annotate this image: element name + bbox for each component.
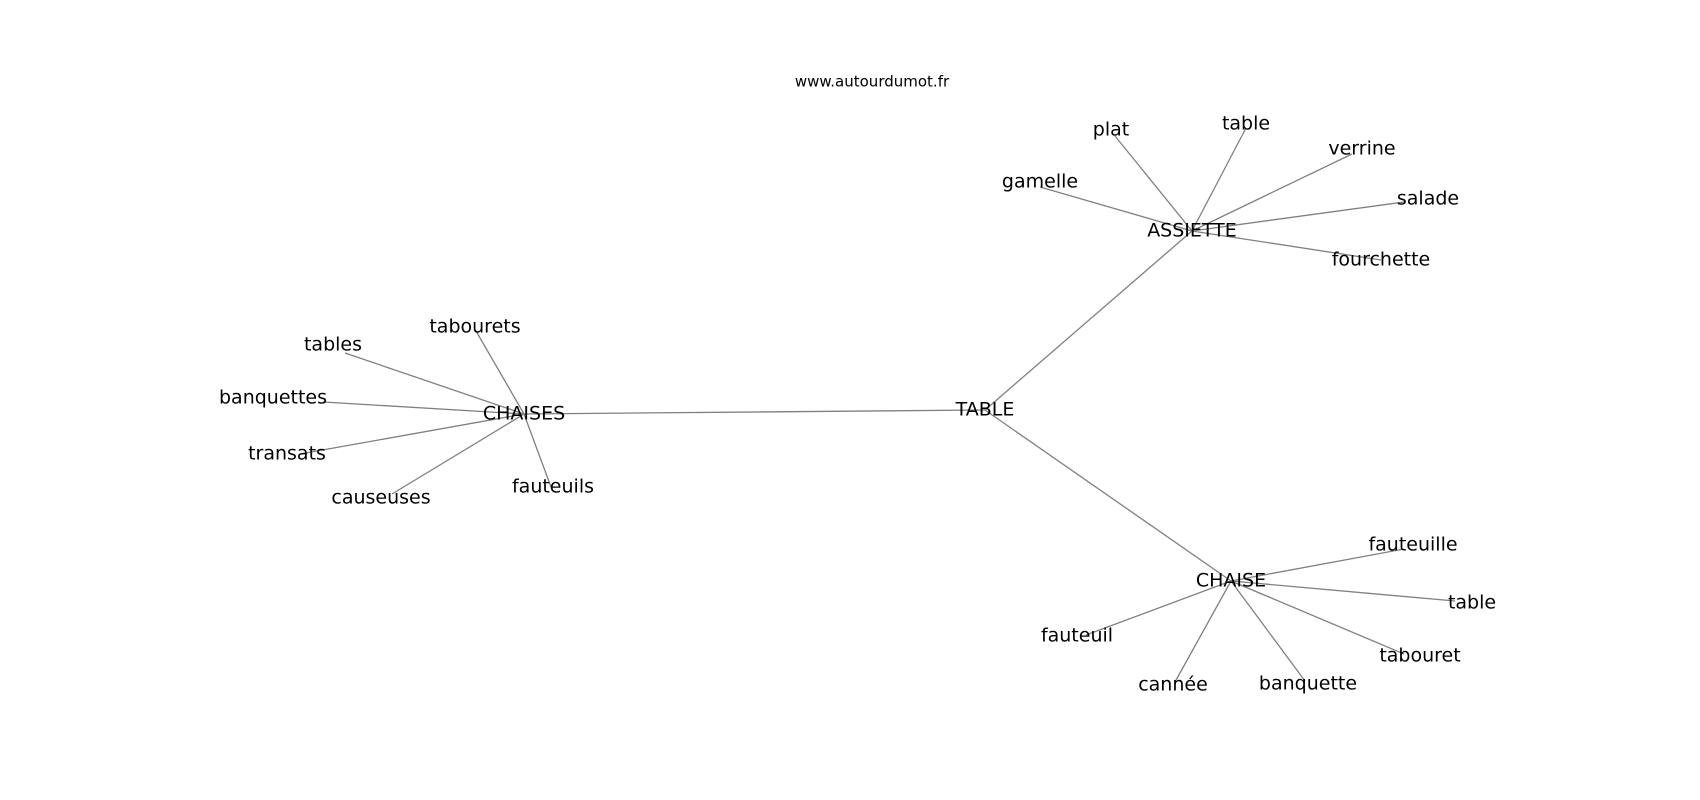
edge-assiette-to-leaf	[1191, 201, 1405, 232]
leaf-node[interactable]: transats	[248, 443, 326, 465]
edge-assiette-to-leaf	[1191, 230, 1382, 261]
edge-chaise-to-leaf	[1230, 580, 1456, 602]
leaf-node[interactable]: fauteuille	[1368, 534, 1457, 556]
edge-center-to-chaises	[523, 409, 986, 415]
leaf-node[interactable]: fourchette	[1332, 249, 1431, 271]
edge-chaise-to-leaf	[1230, 548, 1405, 582]
leaf-node[interactable]: table	[1222, 113, 1270, 135]
leaf-node[interactable]: salade	[1397, 188, 1459, 210]
hub-node-chaises[interactable]: CHAISES	[483, 403, 565, 425]
edge-center-to-assiette	[984, 230, 1193, 411]
leaf-node[interactable]: plat	[1093, 119, 1129, 141]
leaf-node[interactable]: tabouret	[1379, 645, 1460, 667]
center-node[interactable]: TABLE	[955, 399, 1015, 421]
leaf-node[interactable]: tabourets	[429, 316, 520, 338]
graph-nodes: TABLE CHAISES tabourets tables banquettes tra…	[219, 113, 1496, 696]
leaf-node[interactable]: cannée	[1138, 674, 1208, 696]
edge-chaises-to-leaf	[322, 401, 525, 415]
edge-center-to-chaise	[984, 409, 1232, 582]
leaf-node[interactable]: verrine	[1328, 138, 1395, 160]
leaf-node[interactable]: banquettes	[219, 387, 327, 409]
hub-node-assiette[interactable]: ASSIETTE	[1147, 220, 1237, 242]
edge-chaises-to-leaf	[475, 330, 525, 415]
site-watermark: www.autourdumot.fr	[795, 73, 950, 91]
leaf-node[interactable]: fauteuils	[512, 476, 594, 498]
leaf-node[interactable]: gamelle	[1002, 171, 1078, 193]
edge-chaises-to-leaf	[523, 413, 552, 488]
edge-chaise-to-leaf	[1085, 580, 1232, 636]
edge-chaises-to-leaf	[391, 413, 525, 495]
edge-assiette-to-leaf	[1039, 186, 1193, 232]
edge-assiette-to-leaf	[1114, 135, 1193, 232]
graph-edges	[299, 127, 1456, 683]
edge-chaise-to-leaf	[1230, 580, 1405, 655]
edge-assiette-to-leaf	[1191, 127, 1247, 232]
leaf-node[interactable]: fauteuil	[1041, 625, 1113, 647]
leaf-node[interactable]: tables	[304, 334, 362, 356]
leaf-node[interactable]: table	[1448, 592, 1496, 614]
edge-assiette-to-leaf	[1191, 153, 1353, 232]
edge-chaises-to-leaf	[299, 413, 525, 455]
edge-chaises-to-leaf	[344, 352, 525, 415]
leaf-node[interactable]: banquette	[1259, 673, 1357, 695]
hub-node-chaise[interactable]: CHAISE	[1196, 570, 1266, 592]
edge-chaise-to-leaf	[1230, 580, 1306, 682]
leaf-node[interactable]: causeuses	[331, 487, 430, 509]
edge-chaise-to-leaf	[1174, 580, 1232, 683]
